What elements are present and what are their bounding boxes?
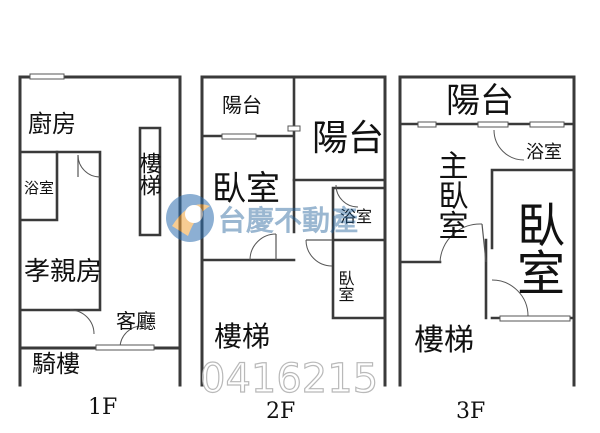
room-label-2f-bedroom-left: 臥室	[212, 169, 280, 209]
room-label-3f-bedroom: 臥室	[508, 200, 564, 296]
floor-1f	[18, 73, 182, 387]
watermark-brand-text: 台慶不動產	[218, 204, 358, 237]
room-label-2f-bathroom: 浴室	[340, 207, 372, 226]
room-label-2f-stairs: 樓梯	[214, 320, 270, 353]
watermark-number: 0416215	[200, 356, 378, 402]
room-label-3f-bathroom: 浴室	[526, 142, 562, 163]
room-label-3f-master-bedroom: 主臥室	[433, 150, 468, 240]
room-label-1f-kitchen: 廚房	[28, 110, 76, 138]
floor-2f	[200, 75, 387, 387]
floor-label-1f: 1F	[88, 395, 117, 420]
floor-label-3f: 3F	[456, 399, 485, 424]
room-label-3f-balcony: 陽台	[446, 81, 514, 121]
room-label-2f-bedroom-small: 臥室	[336, 270, 355, 302]
room-label-1f-living-room: 客廳	[116, 309, 156, 333]
room-label-2f-balcony-right: 陽台	[312, 118, 384, 159]
floor-3f	[398, 75, 576, 387]
floor-label-2f: 2F	[266, 399, 295, 424]
room-label-2f-balcony-left: 陽台	[222, 93, 262, 117]
room-label-1f-arcade: 騎樓	[32, 350, 80, 378]
room-label-1f-bathroom: 浴室	[24, 179, 54, 197]
room-label-1f-stairs: 樓梯	[136, 152, 162, 196]
room-label-3f-stairs: 樓梯	[414, 323, 474, 358]
brand-logo-icon	[166, 194, 214, 242]
watermark: 台慶不動產 0416215	[166, 194, 379, 403]
room-label-1f-elder-room: 孝親房	[24, 257, 102, 287]
